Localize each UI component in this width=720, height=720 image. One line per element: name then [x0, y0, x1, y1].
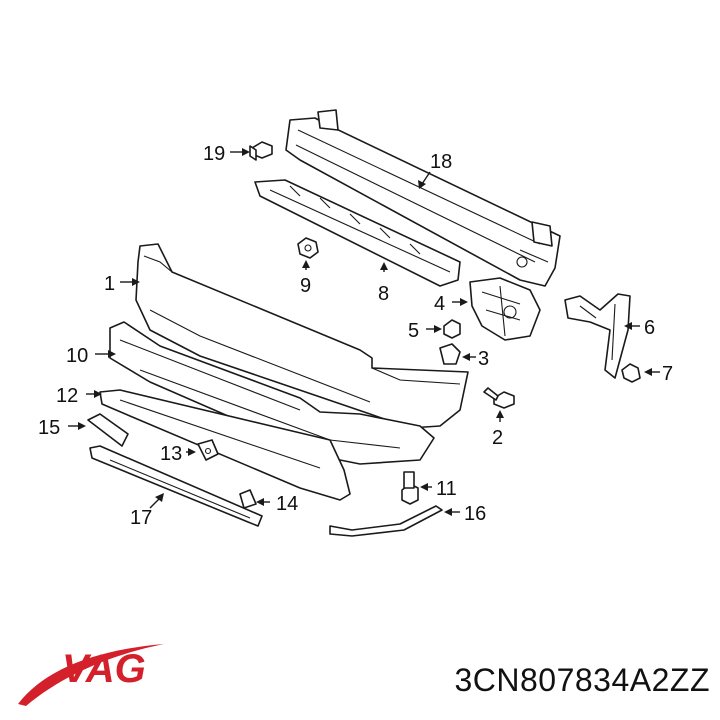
part-11-bolt [401, 471, 419, 505]
callout-9: 9 [300, 275, 311, 297]
part-number: 3CN807834A2ZZ [454, 662, 710, 698]
part-2-bolt [483, 387, 515, 409]
part-18-impact-beam [285, 109, 561, 287]
callout-6: 6 [644, 317, 655, 339]
callout-13: 13 [160, 443, 182, 465]
part-4-bracket [469, 277, 541, 341]
part-5-nut [443, 319, 461, 339]
callout-3: 3 [478, 348, 489, 370]
part-9-nut [297, 237, 319, 259]
leader-lines [68, 148, 660, 516]
part-1-bumper-cover [135, 243, 469, 429]
part-12-trim [99, 389, 351, 501]
part-13-clip [197, 439, 219, 461]
callout-2: 2 [492, 427, 503, 449]
vag-logo: VAG [18, 644, 164, 706]
callout-8: 8 [378, 283, 389, 305]
callout-7: 7 [662, 363, 673, 385]
callout-14: 14 [276, 493, 298, 515]
part-16-strip [329, 505, 443, 537]
callout-19: 19 [203, 143, 225, 165]
callout-16: 16 [464, 503, 486, 525]
callout-10: 10 [66, 345, 88, 367]
logo-swoosh [18, 644, 164, 706]
callout-labels: 19 18 9 8 1 4 5 3 6 7 10 12 15 13 14 17 … [38, 143, 673, 529]
part-3-spacer [439, 343, 461, 365]
part-17-strip [89, 445, 263, 527]
part-8-energy-absorber [254, 179, 461, 287]
part-19-bolt [249, 141, 273, 161]
callout-11: 11 [436, 478, 457, 500]
part-6-side-bracket [564, 293, 631, 379]
part-15-reflector [87, 413, 129, 447]
callout-17: 17 [130, 507, 152, 529]
callout-15: 15 [38, 417, 60, 439]
part-14-clip [239, 489, 257, 509]
callout-5: 5 [408, 320, 419, 342]
callout-18: 18 [430, 151, 452, 173]
logo-text: VAG [62, 647, 146, 691]
callout-1: 1 [104, 273, 115, 295]
part-7-nut [621, 363, 641, 383]
callout-12: 12 [56, 385, 78, 407]
callout-4: 4 [434, 293, 445, 315]
